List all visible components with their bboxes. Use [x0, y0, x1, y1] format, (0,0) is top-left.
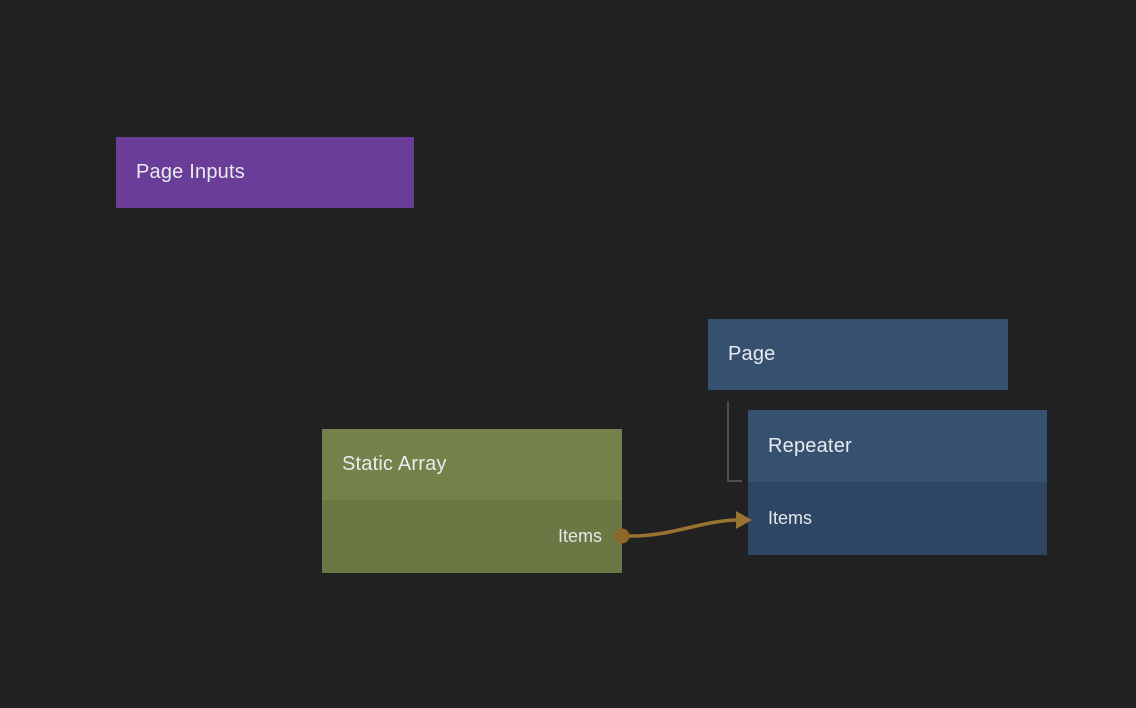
repeater-items-input-port[interactable]: Items	[748, 482, 1047, 555]
items-connection-wire[interactable]	[626, 518, 738, 538]
static-array-items-output-port[interactable]: Items	[322, 500, 622, 573]
node-static-array-title: Static Array	[322, 429, 622, 500]
page-repeater-hierarchy-line	[727, 401, 742, 482]
static-array-items-port-label: Items	[557, 526, 602, 546]
node-repeater-title: Repeater	[748, 410, 1047, 482]
node-repeater[interactable]: Repeater Items	[748, 410, 1047, 555]
repeater-items-port-label: Items	[768, 508, 813, 528]
node-page-inputs[interactable]: Page Inputs	[116, 137, 414, 208]
node-page-inputs-title: Page Inputs	[116, 137, 414, 208]
node-page[interactable]: Page	[708, 319, 1008, 390]
node-static-array[interactable]: Static Array Items	[322, 429, 622, 573]
node-page-title: Page	[708, 319, 1008, 390]
